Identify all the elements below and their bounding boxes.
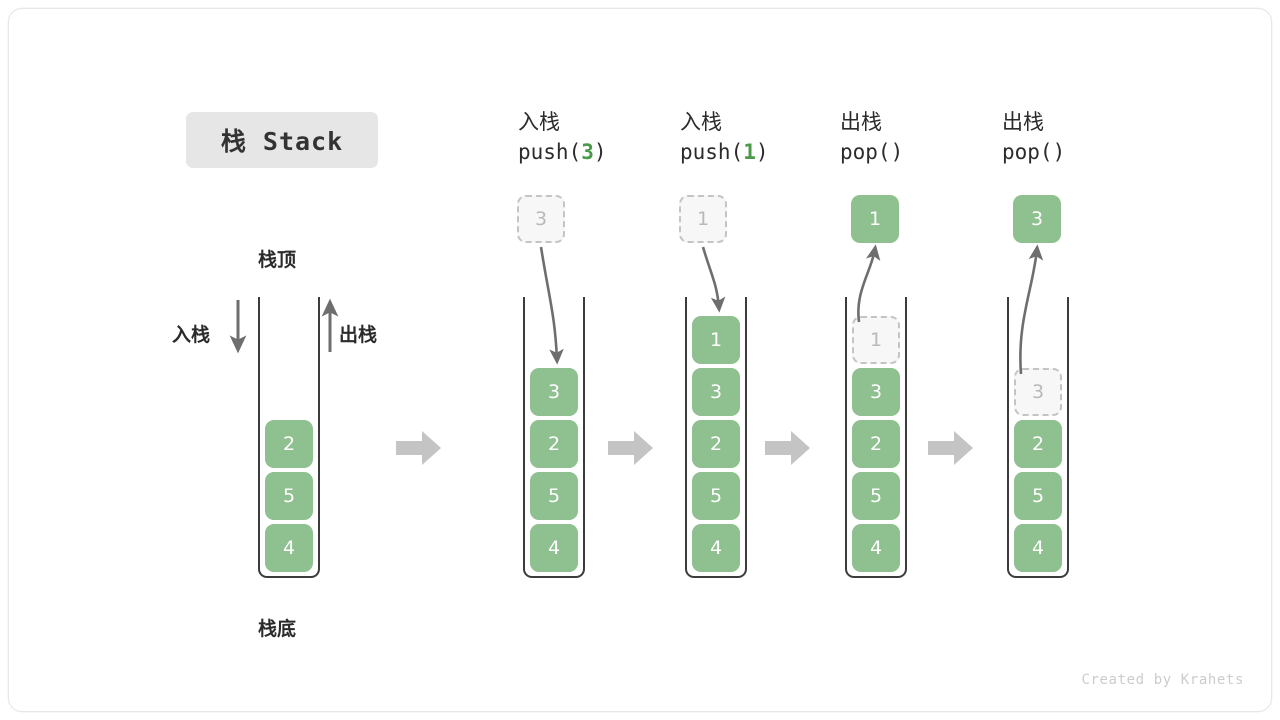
- stack-cell-ghost-pop-2-0: 3: [1014, 368, 1062, 416]
- stack-cell-pop-1-4: 4: [852, 524, 900, 572]
- stack-top-label: 栈顶: [258, 249, 297, 271]
- stack-cell-push-1-3: 5: [692, 472, 740, 520]
- stack-vessel-initial: [258, 297, 320, 578]
- operation-caption-pop-2: 出栈 pop(): [1002, 108, 1152, 168]
- stack-cell-push-1-2: 2: [692, 420, 740, 468]
- stack-cell-initial-2: 4: [265, 524, 313, 572]
- flow-arrow-step-1: [396, 428, 442, 468]
- operation-name-push-1: 入栈: [680, 110, 722, 134]
- operation-code-pop-2: pop(): [1002, 139, 1066, 164]
- stack-cell-push-3-3: 4: [530, 524, 578, 572]
- operation-code-push-3: push(3): [518, 139, 607, 164]
- stack-cell-pop-1-1: 3: [852, 368, 900, 416]
- stack-cell-pop-1-3: 5: [852, 472, 900, 520]
- credit-text: Created by Krahets: [1081, 672, 1244, 688]
- stack-cell-pop-2-3: 4: [1014, 524, 1062, 572]
- operation-name-pop-2: 出栈: [1002, 110, 1044, 134]
- operation-caption-pop-1: 出栈 pop(): [840, 108, 990, 168]
- stack-bottom-label: 栈底: [258, 618, 297, 640]
- stack-vessel-push-3: [523, 297, 585, 578]
- pop-direction-label: 出栈: [339, 324, 378, 346]
- stack-cell-ghost-pop-1-0: 1: [852, 316, 900, 364]
- flow-arrow-step-4: [928, 428, 974, 468]
- operation-arg-push-1: 1: [743, 139, 756, 164]
- stack-cell-pop-2-2: 5: [1014, 472, 1062, 520]
- stack-cell-pop-1-2: 2: [852, 420, 900, 468]
- operation-name-push-3: 入栈: [518, 110, 560, 134]
- floating-element-push-3: 3: [517, 195, 565, 243]
- operation-caption-push-3: 入栈 push(3): [518, 108, 668, 168]
- stack-cell-push-1-4: 4: [692, 524, 740, 572]
- stack-cell-push-1-1: 3: [692, 368, 740, 416]
- stack-cell-push-3-0: 3: [530, 368, 578, 416]
- stack-cell-push-3-1: 2: [530, 420, 578, 468]
- operation-code-pop-1: pop(): [840, 139, 904, 164]
- floating-element-pop-2: 3: [1013, 195, 1061, 243]
- flow-arrow-step-2: [608, 428, 654, 468]
- stack-cell-push-1-0: 1: [692, 316, 740, 364]
- flow-arrow-step-3: [765, 428, 811, 468]
- stack-vessel-pop-1: [845, 297, 907, 578]
- stack-cell-initial-0: 2: [265, 420, 313, 468]
- push-direction-label: 入栈: [172, 324, 211, 346]
- stack-cell-push-3-2: 5: [530, 472, 578, 520]
- stack-vessel-pop-2: [1007, 297, 1069, 578]
- floating-element-push-1: 1: [679, 195, 727, 243]
- stack-cell-initial-1: 5: [265, 472, 313, 520]
- operation-code-push-1: push(1): [680, 139, 769, 164]
- operation-caption-push-1: 入栈 push(1): [680, 108, 830, 168]
- stack-cell-pop-2-1: 2: [1014, 420, 1062, 468]
- diagram-title: 栈 Stack: [186, 112, 378, 168]
- floating-element-pop-1: 1: [851, 195, 899, 243]
- operation-arg-push-3: 3: [581, 139, 594, 164]
- operation-name-pop-1: 出栈: [840, 110, 882, 134]
- stack-vessel-push-1: [685, 297, 747, 578]
